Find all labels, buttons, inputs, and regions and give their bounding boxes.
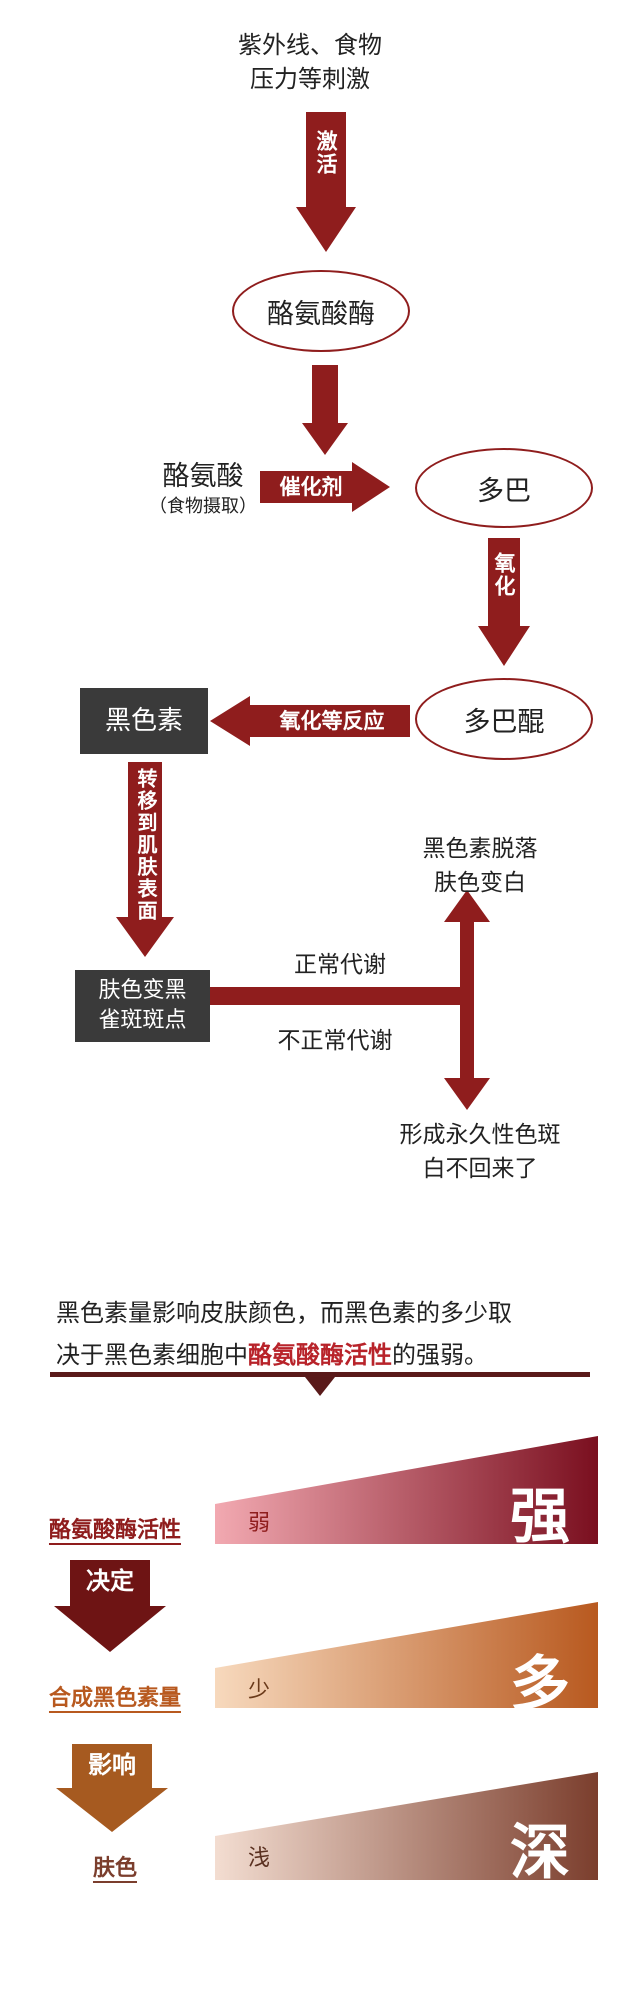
enzyme-down-arrow xyxy=(302,365,348,455)
oxidize-label: 氧化 xyxy=(492,552,516,598)
catalyst-arrow: 催化剂 xyxy=(260,462,390,512)
summary-line-2-prefix: 决于黑色素细胞中 xyxy=(56,1341,248,1369)
summary-line-1: 黑色素量影响皮肤颜色，而黑色素的多少取 xyxy=(56,1299,512,1327)
normal-metabolism-label: 正常代谢 xyxy=(294,952,386,978)
normal-result-line-1: 黑色素脱落 xyxy=(422,836,538,862)
row1-label: 酪氨酸酶活性 xyxy=(48,1518,181,1543)
influence-arrow xyxy=(56,1744,168,1832)
decide-arrow xyxy=(54,1560,166,1652)
normal-result-line-2: 肤色变白 xyxy=(434,870,526,896)
enzyme-node: 酪氨酸酶 xyxy=(232,270,410,352)
oxidize-arrow: 氧化 xyxy=(478,538,530,666)
summary-divider xyxy=(50,1372,590,1402)
left-arrow-icon xyxy=(210,696,410,746)
relationship-graphics xyxy=(54,1436,598,1880)
stimulus-line-1: 紫外线、食物 xyxy=(238,31,382,59)
stimulus-line-2: 压力等刺激 xyxy=(250,65,370,93)
row1-strong-text: 强 xyxy=(510,1482,570,1552)
tyrosine-label: 酪氨酸 xyxy=(162,461,244,492)
right-arrow-icon xyxy=(260,462,390,512)
row2-label: 合成黑色素量 xyxy=(48,1686,181,1711)
transfer-label: 转移到肌肤表面 xyxy=(134,768,158,922)
summary-line-2: 决于黑色素细胞中酪氨酸酶活性的强弱。 xyxy=(56,1334,596,1376)
skin-darkening-node: 肤色变黑 雀斑斑点 xyxy=(75,970,210,1042)
down-arrow-icon xyxy=(302,365,348,455)
metabolism-branch xyxy=(210,890,490,1110)
activate-arrow: 激活 xyxy=(296,112,356,252)
transfer-arrow: 转移到肌肤表面 xyxy=(116,762,174,957)
decide-label: 决定 xyxy=(86,1567,134,1595)
darkening-line-1: 肤色变黑 xyxy=(98,978,187,1003)
catalyst-label: 催化剂 xyxy=(279,475,343,499)
stimulus-text: 紫外线、食物 压力等刺激 xyxy=(200,28,420,96)
dopaquinone-node: 多巴醌 xyxy=(415,678,593,760)
normal-result-text: 黑色素脱落 肤色变白 xyxy=(395,832,565,900)
down-arrow-icon xyxy=(116,762,174,957)
row1-weak-text: 弱 xyxy=(248,1511,271,1536)
tyrosine-text: 酪氨酸 （食物摄取） xyxy=(128,460,278,520)
dopa-node: 多巴 xyxy=(415,448,593,528)
abnormal-result-text: 形成永久性色斑 白不回来了 xyxy=(370,1118,590,1186)
down-arrow-icon xyxy=(478,538,530,666)
row2-weak-text: 少 xyxy=(248,1678,271,1703)
abnormal-metabolism-label: 不正常代谢 xyxy=(277,1028,393,1054)
abnormal-result-line-1: 形成永久性色斑 xyxy=(399,1122,561,1148)
summary-highlight: 酪氨酸酶活性 xyxy=(248,1341,392,1369)
row3-weak-text: 浅 xyxy=(248,1846,271,1871)
oxidation-reaction-label: 氧化等反应 xyxy=(279,709,385,733)
branch-connector xyxy=(210,890,490,1110)
abnormal-result-line-2: 白不回来了 xyxy=(422,1156,538,1182)
row3-label: 肤色 xyxy=(92,1856,137,1881)
row1-gradient-wedge xyxy=(215,1436,598,1544)
influence-label: 影响 xyxy=(88,1751,136,1779)
summary-line-2-suffix: 的强弱。 xyxy=(392,1341,488,1369)
down-arrow-icon xyxy=(296,112,356,252)
darkening-line-2: 雀斑斑点 xyxy=(98,1008,187,1033)
row3-gradient-wedge xyxy=(215,1772,598,1880)
tyrosine-source: （食物摄取） xyxy=(149,496,257,517)
summary-paragraph: 黑色素量影响皮肤颜色，而黑色素的多少取 决于黑色素细胞中酪氨酸酶活性的强弱。 xyxy=(56,1292,596,1376)
row3-strong-text: 深 xyxy=(510,1818,570,1888)
row2-strong-text: 多 xyxy=(510,1650,570,1720)
activate-label: 激活 xyxy=(314,130,338,176)
divider-pointer-icon xyxy=(50,1372,590,1396)
oxidation-reaction-arrow: 氧化等反应 xyxy=(210,696,410,746)
row2-gradient-wedge xyxy=(215,1602,598,1708)
melanin-node: 黑色素 xyxy=(80,688,208,754)
